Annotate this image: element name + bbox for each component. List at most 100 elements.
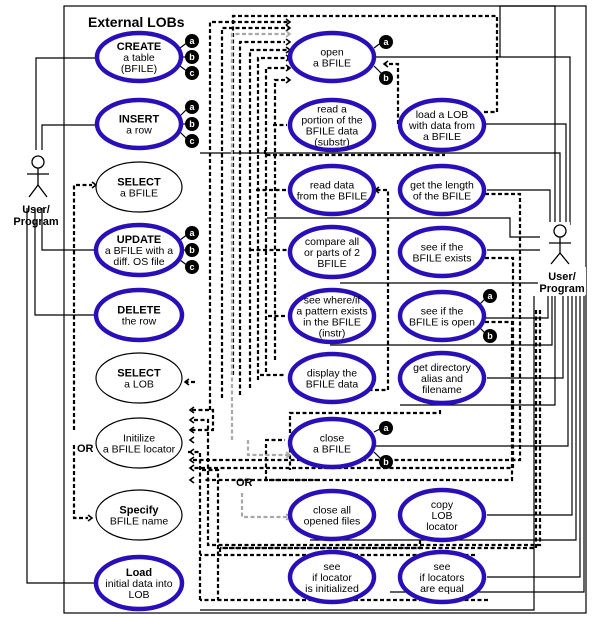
use-case-label-line: LOB (431, 510, 452, 522)
use-case-instr[interactable] (287, 287, 377, 345)
badge-letter: a (487, 291, 493, 301)
use-case-label-line: initial data into (105, 578, 172, 590)
use-case-copy-locator[interactable] (397, 487, 487, 543)
use-case-is-open[interactable] (397, 289, 487, 343)
use-case-load-lob[interactable] (397, 97, 487, 153)
use-case-ellipse (287, 488, 377, 542)
use-case-specify[interactable] (95, 489, 183, 541)
badge-letter: b (189, 119, 195, 129)
use-case-ellipse (287, 224, 377, 280)
left-actor-label-2: Program (13, 216, 58, 228)
use-case-exists[interactable] (397, 225, 487, 279)
use-case-ellipse (397, 289, 487, 343)
use-case-ellipse (95, 489, 183, 541)
right-actor-label-2: Program (539, 283, 584, 295)
use-case-label-line: display the (307, 368, 357, 380)
use-case-get-length[interactable] (397, 163, 487, 217)
use-case-label-line: locator (426, 521, 458, 533)
use-case-ellipse (397, 350, 487, 406)
use-case-close-all[interactable] (287, 488, 377, 542)
use-case-label-line: SELECT (117, 368, 161, 380)
use-case-initialize[interactable] (95, 417, 183, 469)
use-case-ellipse (93, 554, 185, 612)
use-case-label-line: opened files (304, 516, 361, 528)
use-case-ellipse (93, 287, 185, 343)
use-case-locators-equal[interactable] (397, 549, 487, 605)
use-case-label-line: Load (126, 567, 152, 579)
use-case-label-line: compare all (305, 236, 359, 248)
use-case-close[interactable] (287, 416, 377, 470)
extension-point-badge: a (185, 100, 199, 114)
use-case-ellipse (397, 549, 487, 605)
use-case-label-line: a LOB (124, 379, 154, 391)
use-case-label-line: (BFILE) (121, 63, 157, 75)
use-case-ellipse (287, 287, 377, 345)
use-case-ellipse (95, 417, 183, 469)
use-case-label-line: Specify (119, 505, 159, 517)
use-case-ellipse (94, 30, 184, 84)
use-case-label-line: a BFILE (120, 188, 158, 200)
use-case-label-line: are equal (420, 583, 464, 595)
use-case-label-line: is initialized (305, 583, 359, 595)
use-case-label-line: see if the (421, 306, 464, 318)
system-boundary (63, 5, 587, 614)
use-case-shapes (93, 30, 487, 612)
use-case-create[interactable] (94, 30, 184, 84)
left-actor[interactable]: User/ Program (13, 155, 59, 228)
use-case-display[interactable] (287, 351, 377, 405)
extension-point-badge: a (185, 34, 199, 48)
left-actor-label-1: User/ (22, 204, 50, 216)
use-case-select-lob[interactable] (95, 352, 183, 404)
use-case-load-initial[interactable] (93, 554, 185, 612)
use-case-ellipse (287, 351, 377, 405)
use-case-read-data[interactable] (287, 163, 377, 217)
use-case-ellipse (287, 163, 377, 217)
use-case-compare[interactable] (287, 224, 377, 280)
use-case-label-line: INSERT (119, 114, 160, 126)
or-label-left: OR (77, 443, 94, 455)
badge-letter: a (383, 423, 389, 433)
use-case-label-line: open (320, 47, 344, 59)
use-case-delete[interactable] (93, 287, 185, 343)
use-case-dir-alias[interactable] (397, 350, 487, 406)
extension-point-badge: b (185, 117, 199, 131)
badge-letter: c (189, 136, 194, 146)
stick-figure-icon (540, 222, 571, 266)
use-case-ellipse (95, 161, 183, 213)
use-case-label-line: read data (310, 180, 355, 192)
badge-letter: a (383, 37, 389, 47)
use-case-read-portion[interactable] (287, 97, 377, 153)
use-case-ellipse (397, 97, 487, 153)
use-case-ellipse (94, 97, 184, 151)
use-case-label-line: the row (122, 316, 157, 328)
use-case-label-line: in the BFILE (303, 317, 361, 329)
use-case-label-line: close (320, 433, 345, 445)
left-actor-connectors (26, 57, 98, 584)
badge-letter: a (189, 228, 195, 238)
use-case-update[interactable] (93, 222, 185, 278)
use-case-label-line: get directory (413, 362, 472, 374)
use-case-label-line: BFILE is open (409, 317, 475, 329)
use-case-label-line: a row (126, 125, 152, 137)
use-case-label-line: a BFILE (313, 58, 351, 70)
use-case-locator-init[interactable] (287, 549, 377, 605)
badge-letter: a (189, 102, 195, 112)
use-case-insert[interactable] (94, 97, 184, 151)
use-case-open[interactable] (287, 30, 377, 84)
use-case-label-line: SELECT (117, 177, 161, 189)
badge-letter: a (189, 36, 195, 46)
use-case-label-line: CREATE (117, 41, 161, 53)
use-case-label-line: (instr) (319, 328, 346, 340)
use-case-select-bfile[interactable] (95, 161, 183, 213)
use-case-ellipse (287, 416, 377, 470)
badge-letter: b (189, 245, 195, 255)
use-case-ellipse (287, 97, 377, 153)
use-case-label-line: (substr) (314, 137, 350, 149)
extension-point-badge: b (185, 50, 199, 64)
use-case-label-line: BFILE (317, 258, 346, 270)
use-case-label-line: copy (431, 499, 454, 511)
right-actor[interactable]: User/ Program (538, 222, 586, 295)
badge-letter: b (383, 457, 389, 467)
extension-point-badge: a (379, 421, 393, 435)
use-case-label-line: see if the (421, 242, 464, 254)
